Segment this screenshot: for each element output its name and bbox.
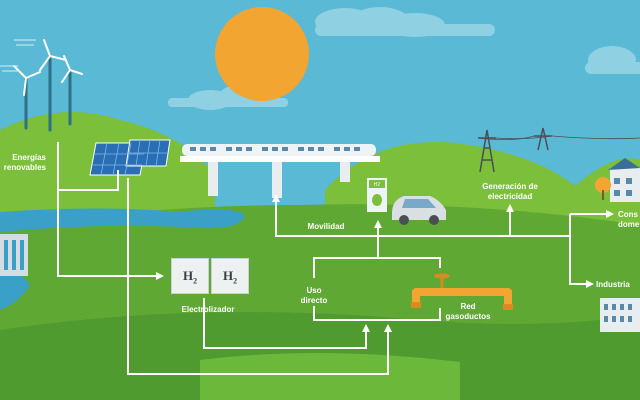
river-left (0, 268, 30, 310)
electrolyzer-tank-left: H2 (171, 258, 209, 294)
label-red-gasoductos: Red gasoductos (445, 302, 491, 321)
tank-right-symbol: H (222, 268, 234, 283)
station-sign: H2 (374, 182, 381, 188)
train-bridge (180, 144, 380, 198)
tank-right-subscript: 2 (233, 276, 238, 286)
ground-patch (200, 352, 460, 400)
label-energias-renovables: Energías renovables (3, 153, 46, 172)
label-consumo-domestico: Cons dome (618, 210, 640, 229)
label-movilidad: Movilidad (307, 222, 345, 231)
hydro-dam (0, 234, 28, 276)
electrolyzer-tank-right: H2 (211, 258, 249, 294)
river (0, 208, 245, 232)
flow-lines (57, 142, 608, 375)
label-generacion-electricidad: Generación de electricidad (482, 182, 538, 201)
hydrogen-station: H2 (367, 178, 387, 212)
label-uso-directo: Uso directo (300, 286, 328, 305)
flow-arrowheads (156, 194, 614, 332)
solar-panels (89, 139, 171, 176)
houses (595, 158, 640, 202)
wind-turbines (13, 39, 83, 132)
tank-left-symbol: H (182, 268, 194, 283)
gas-pipeline (411, 273, 513, 310)
industry-building (600, 298, 640, 332)
tank-left-subscript: 2 (193, 276, 198, 286)
wind-lines (0, 39, 36, 72)
sun (215, 7, 309, 101)
hydrogen-car (392, 196, 446, 225)
power-pylons (477, 127, 640, 173)
label-industria: Industria (596, 280, 630, 289)
label-electrolizador: Electrolizador (181, 305, 235, 314)
